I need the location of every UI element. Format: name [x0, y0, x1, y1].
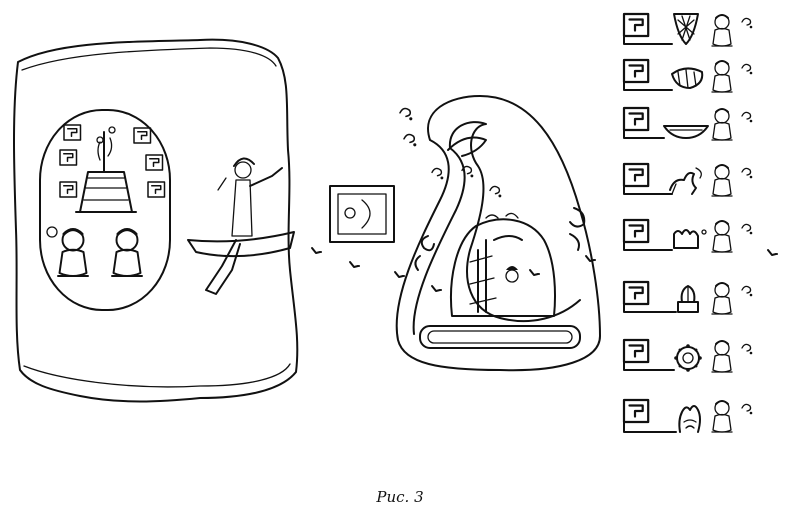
hand-icon — [673, 229, 707, 249]
flower-icon — [677, 285, 699, 313]
glyph-row-hand — [622, 218, 753, 253]
glyph-row-flower — [622, 280, 753, 315]
glyph-column — [622, 12, 753, 433]
glyph-box-icon — [329, 185, 395, 243]
animal-icon — [669, 167, 702, 195]
rough-border — [13, 38, 299, 403]
curled-mountain-icon — [395, 95, 601, 372]
canoe-traveler-icon — [187, 157, 295, 295]
figure-caption: Рис. 3 — [376, 488, 424, 506]
bundle-icon — [671, 67, 704, 89]
glyph-row-sun-disc — [622, 338, 753, 373]
glyph-row-bowl — [622, 106, 753, 141]
glyph-row-bundle — [622, 58, 753, 93]
sun-disc-icon — [674, 344, 702, 372]
glyph-row-net — [622, 12, 753, 47]
footprint-icon — [311, 247, 779, 292]
place-oval — [39, 109, 171, 311]
bowl-icon — [663, 125, 709, 139]
seated-persons — [46, 226, 144, 278]
place-scene — [13, 38, 299, 403]
pyramid-temple-icon — [75, 126, 137, 213]
net-icon — [673, 13, 699, 45]
place-glyphs — [59, 124, 166, 198]
plant-icon — [678, 405, 701, 433]
glyph-row-plant — [622, 398, 753, 433]
glyph-row-animal — [622, 162, 753, 197]
